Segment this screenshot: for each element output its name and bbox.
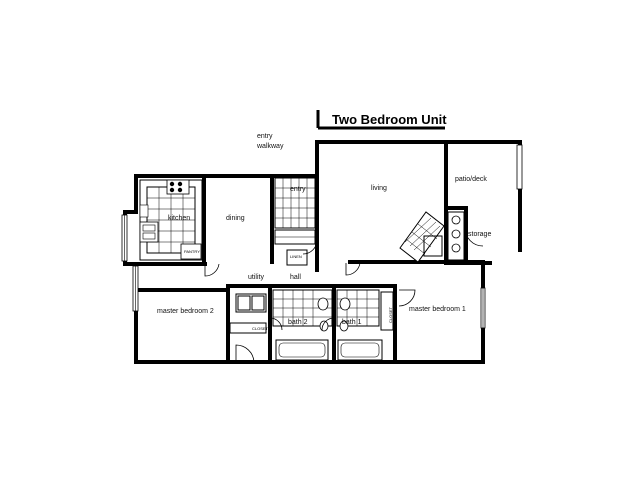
- closet-label-bedroom-2: CLOSET: [252, 326, 269, 331]
- dishwasher: [139, 204, 149, 218]
- kitchen-sink: [139, 221, 159, 243]
- bath-2-label: bath 2: [288, 319, 308, 326]
- refrigerator: [180, 243, 202, 260]
- linen-label: LINEN: [290, 254, 302, 259]
- sink-icon: [339, 297, 351, 311]
- hall-label: hall: [290, 274, 301, 281]
- master-bedroom-1-label: master bedroom 1: [409, 306, 466, 313]
- kitchen-label: kitchen: [168, 215, 190, 222]
- bath-1-fixtures: CLOSET: [336, 289, 394, 361]
- plan-title: Two Bedroom Unit: [332, 112, 447, 127]
- toilet-icon: [319, 320, 329, 332]
- utility-closet: CLOSET: [229, 293, 269, 334]
- entry-closets: LINEN: [274, 229, 316, 266]
- entry-walkway-label-2: walkway: [256, 143, 284, 150]
- dining-label: dining: [226, 215, 245, 222]
- utility-label: utility: [248, 274, 264, 281]
- pantry-label: PANTRY: [184, 249, 200, 254]
- patio-deck-label: patio/deck: [455, 176, 487, 183]
- entry-walkway-label-1: entry: [257, 133, 273, 140]
- water-heater-icon: [451, 243, 461, 253]
- closet-label-bedroom-1: CLOSET: [388, 306, 393, 323]
- master-bedroom-2-label: master bedroom 2: [157, 308, 214, 315]
- water-heater-icon: [451, 215, 461, 225]
- storage-label: storage: [468, 231, 491, 238]
- burner-icon: [177, 187, 183, 193]
- entry-label: entry: [290, 186, 306, 193]
- living-label: living: [371, 185, 387, 192]
- burner-icon: [169, 181, 175, 187]
- range: [166, 179, 190, 195]
- toilet-icon: [339, 320, 349, 332]
- burner-icon: [177, 181, 183, 187]
- water-heater-icon: [451, 229, 461, 239]
- windows: [121, 144, 523, 329]
- entry-tile-grid: [274, 177, 316, 229]
- storage-fixtures: [447, 211, 465, 261]
- sink-icon: [317, 297, 329, 311]
- burner-icon: [169, 187, 175, 193]
- bathtub-icon: [337, 339, 383, 361]
- interior-walls: [134, 174, 485, 364]
- bathtub-icon: [275, 339, 329, 361]
- bath-1-label: bath 1: [342, 319, 362, 326]
- fireplace: [399, 211, 445, 263]
- kitchen-fixtures: PANTRY: [139, 179, 203, 261]
- door-swings: [204, 227, 484, 363]
